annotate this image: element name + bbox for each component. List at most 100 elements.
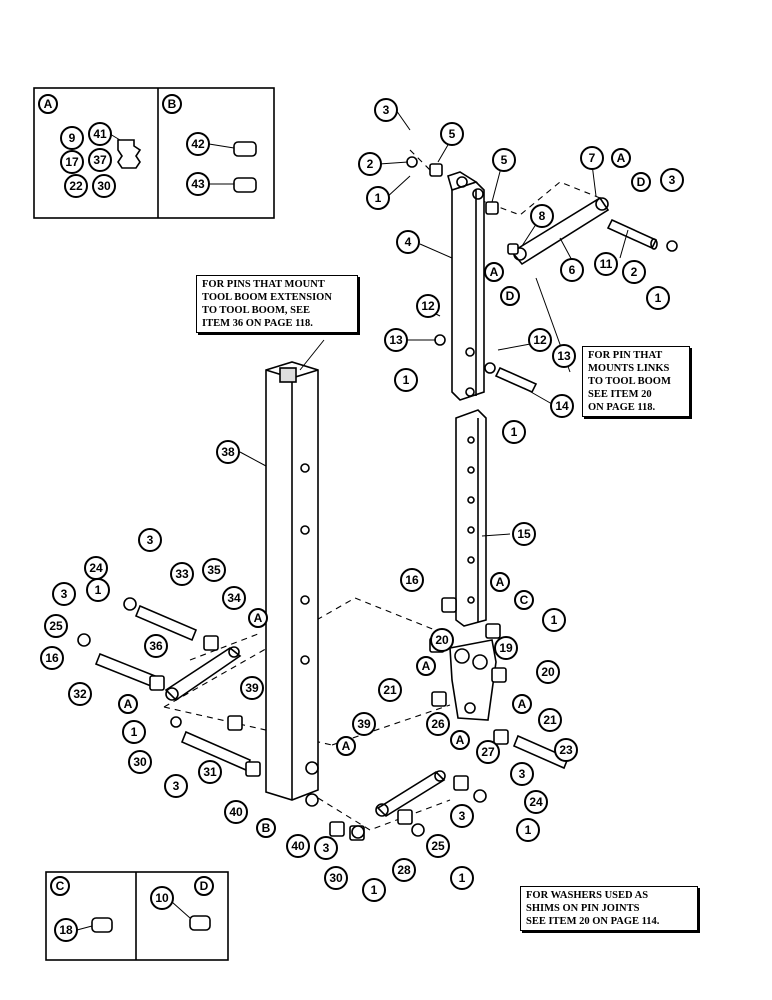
view-reference-callout: A: [512, 694, 532, 714]
part-number-callout: 1: [516, 818, 540, 842]
part-number-callout: 39: [352, 712, 376, 736]
view-reference-callout: D: [631, 172, 651, 192]
svg-text:33: 33: [175, 567, 189, 581]
inset-c-item: 18: [54, 918, 78, 942]
part-number-callout: 1: [394, 368, 418, 392]
svg-text:3: 3: [173, 779, 180, 793]
part-number-callout: 40: [286, 834, 310, 858]
part-number-callout: 40: [224, 800, 248, 824]
note-mount-links: FOR PIN THAT MOUNTS LINKS TO TOOL BOOM S…: [582, 346, 690, 417]
svg-text:23: 23: [559, 743, 573, 757]
inset-a-item: 17: [60, 150, 84, 174]
link-4: [447, 171, 485, 401]
part-number-callout: 12: [528, 328, 552, 352]
svg-text:3: 3: [323, 841, 330, 855]
view-reference-callout: A: [416, 656, 436, 676]
link-15: [455, 409, 487, 627]
inset-a-item: 41: [88, 122, 112, 146]
svg-text:4: 4: [405, 235, 412, 249]
part-number-callout: 5: [492, 148, 516, 172]
part-number-callout: 25: [426, 834, 450, 858]
part-number-callout: 1: [366, 186, 390, 210]
part-number-callout: 27: [476, 740, 500, 764]
svg-text:11: 11: [600, 257, 613, 271]
svg-text:3: 3: [519, 767, 526, 781]
view-reference-callout: A: [248, 608, 268, 628]
part-number-callout: 19: [494, 636, 518, 660]
svg-text:1: 1: [525, 823, 532, 837]
part-number-callout: 2: [622, 260, 646, 284]
svg-text:B: B: [262, 821, 271, 835]
svg-text:31: 31: [203, 765, 217, 779]
inset-frame-ab: [33, 87, 275, 219]
inset-d-item: 10: [150, 886, 174, 910]
part-number-callout: 35: [202, 558, 226, 582]
pin-33: [134, 604, 198, 642]
svg-text:1: 1: [375, 191, 382, 205]
svg-text:39: 39: [357, 717, 371, 731]
svg-text:40: 40: [229, 805, 243, 819]
svg-text:D: D: [200, 879, 209, 893]
svg-text:39: 39: [245, 681, 259, 695]
part-number-callout: 7: [580, 146, 604, 170]
view-reference-callout: B: [256, 818, 276, 838]
svg-text:37: 37: [93, 153, 107, 167]
part-number-callout: 28: [392, 858, 416, 882]
svg-text:20: 20: [541, 665, 555, 679]
svg-text:6: 6: [569, 263, 576, 277]
inset-frame-cd: [45, 871, 229, 961]
svg-text:30: 30: [97, 179, 111, 193]
svg-text:30: 30: [133, 755, 147, 769]
part-number-callout: 20: [430, 628, 454, 652]
svg-text:26: 26: [431, 717, 445, 731]
inset-a-item: 30: [92, 174, 116, 198]
part-number-callout: 36: [144, 634, 168, 658]
part-number-callout: 16: [400, 568, 424, 592]
pin-11: [606, 218, 658, 250]
view-reference-callout: C: [514, 590, 534, 610]
svg-text:3: 3: [383, 103, 390, 117]
svg-text:16: 16: [405, 573, 419, 587]
part-number-callout: 14: [550, 394, 574, 418]
svg-text:13: 13: [389, 333, 403, 347]
view-reference-callout: A: [490, 572, 510, 592]
svg-text:18: 18: [59, 923, 73, 937]
svg-text:1: 1: [511, 425, 518, 439]
part-number-callout: 3: [660, 168, 684, 192]
view-reference-callout: D: [500, 286, 520, 306]
part-number-callout: 1: [502, 420, 526, 444]
part-number-callout: 1: [362, 878, 386, 902]
svg-text:14: 14: [555, 399, 569, 413]
view-reference-callout: A: [118, 694, 138, 714]
svg-text:1: 1: [551, 613, 558, 627]
note-mount-tool-boom: FOR PINS THAT MOUNT TOOL BOOM EXTENSION …: [196, 275, 358, 333]
part-number-callout: 26: [426, 712, 450, 736]
part-number-callout: 2: [358, 152, 382, 176]
part-number-callout: 30: [128, 750, 152, 774]
svg-text:1: 1: [655, 291, 662, 305]
svg-text:D: D: [506, 289, 515, 303]
svg-text:1: 1: [459, 871, 466, 885]
part-number-callout: 31: [198, 760, 222, 784]
part-number-callout: 30: [324, 866, 348, 890]
svg-text:20: 20: [435, 633, 449, 647]
part-number-callout: 33: [170, 562, 194, 586]
svg-text:5: 5: [449, 127, 456, 141]
view-reference-callout: A: [484, 262, 504, 282]
svg-text:C: C: [56, 879, 65, 893]
svg-text:22: 22: [69, 179, 83, 193]
svg-text:35: 35: [207, 563, 221, 577]
svg-text:17: 17: [65, 155, 79, 169]
part-number-callout: 11: [594, 252, 618, 276]
part-number-callout: 8: [530, 204, 554, 228]
pin-23: [512, 734, 570, 770]
part-number-callout: 1: [646, 286, 670, 310]
view-reference-callout: A: [450, 730, 470, 750]
part-number-callout: 34: [222, 586, 246, 610]
svg-text:19: 19: [499, 641, 513, 655]
note-washers: FOR WASHERS USED AS SHIMS ON PIN JOINTS …: [520, 886, 698, 931]
part-number-callout: 6: [560, 258, 584, 282]
svg-text:36: 36: [149, 639, 163, 653]
